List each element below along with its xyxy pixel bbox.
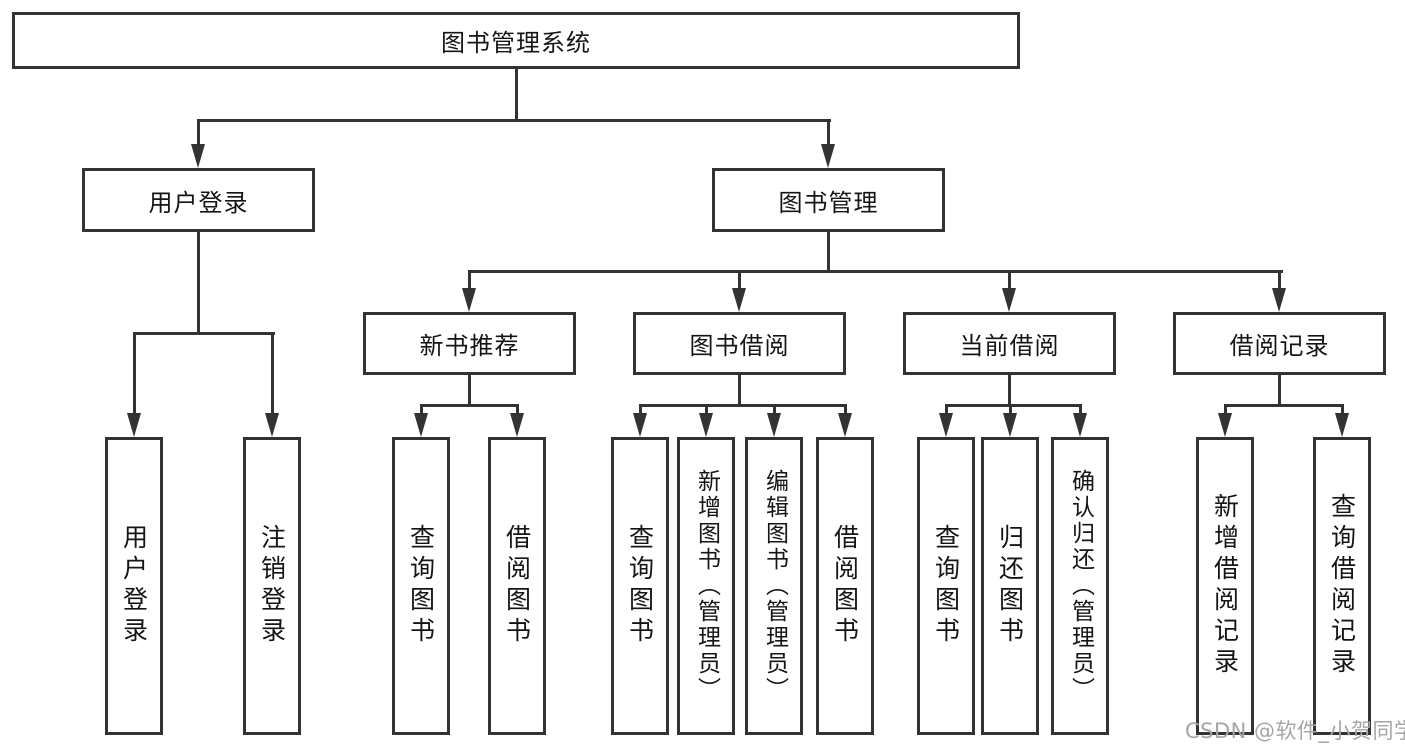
connector-group-bar — [639, 404, 847, 407]
connector-book-mgmt-stem — [827, 119, 830, 147]
arrowhead-icon — [1272, 288, 1286, 312]
arrowhead-icon — [821, 144, 835, 168]
connector-leaf-stem — [516, 404, 519, 416]
leaf-query-borrow-record: 查询借阅记录 — [1313, 437, 1371, 735]
leaf-label: 注销登录 — [257, 524, 287, 648]
connector-login-stem — [197, 231, 200, 335]
connector-group-bar — [420, 404, 519, 407]
connector-root-stem — [515, 68, 518, 119]
connector-mgmt-bar — [468, 270, 1283, 273]
leaf-label: 查询图书 — [625, 524, 655, 648]
node-book-borrowing: 图书借阅 — [633, 312, 846, 375]
arrowhead-icon — [767, 413, 781, 437]
connector-group-bar — [1224, 404, 1344, 407]
leaf-return-book: 归还图书 — [981, 437, 1039, 735]
connector-group-stem — [1008, 374, 1011, 407]
arrowhead-icon — [462, 288, 476, 312]
node-new-book-recommend: 新书推荐 — [363, 312, 576, 375]
node-label: 当前借阅 — [959, 332, 1060, 360]
node-borrow-records: 借阅记录 — [1173, 312, 1386, 375]
node-label: 图书借阅 — [689, 332, 790, 360]
leaf-label: 用户登录 — [119, 524, 149, 648]
leaf-query-books-current: 查询图书 — [917, 437, 975, 735]
connector-login-bar — [133, 332, 275, 335]
connector-leaf-stem — [1009, 404, 1012, 416]
leaf-label: 借阅图书 — [502, 524, 532, 648]
connector-leaf-stem — [1341, 404, 1344, 416]
node-label: 用户登录 — [148, 188, 249, 217]
leaf-label: 新增借阅记录 — [1210, 493, 1240, 679]
connector-root-bar — [197, 119, 831, 122]
arrowhead-icon — [414, 413, 428, 437]
connector-leaf-stem — [133, 332, 136, 414]
connector-leaf-stem — [1079, 404, 1082, 416]
arrowhead-icon — [1073, 413, 1087, 437]
leaf-borrow-books-2: 借阅图书 — [816, 437, 874, 735]
connector-leaf-stem — [271, 332, 274, 414]
arrowhead-icon — [939, 413, 953, 437]
leaf-add-borrow-record: 新增借阅记录 — [1196, 437, 1254, 735]
arrowhead-icon — [1335, 413, 1349, 437]
arrowhead-icon — [1002, 288, 1016, 312]
arrowhead-icon — [191, 144, 205, 168]
connector-l3-stem — [468, 270, 471, 292]
connector-leaf-stem — [945, 404, 948, 416]
node-library-system: 图书管理系统 — [12, 12, 1020, 69]
connector-group-bar — [945, 404, 1082, 407]
leaf-label: 查询借阅记录 — [1327, 493, 1357, 679]
connector-l3-stem — [738, 270, 741, 292]
leaf-query-books-recommend: 查询图书 — [392, 437, 450, 735]
connector-leaf-stem — [844, 404, 847, 416]
connector-l3-stem — [1278, 270, 1281, 292]
arrowhead-icon — [699, 413, 713, 437]
watermark: CSDN @软件_小贺同学 — [1185, 719, 1405, 743]
connector-leaf-stem — [705, 404, 708, 416]
leaf-label: 确认归还（管理员） — [1067, 469, 1094, 703]
connector-leaf-stem — [639, 404, 642, 416]
connector-leaf-stem — [420, 404, 423, 416]
connector-mgmt-stem — [827, 231, 830, 273]
leaf-query-books-borrowing: 查询图书 — [611, 437, 669, 735]
connector-group-stem — [468, 374, 471, 407]
leaf-label: 借阅图书 — [830, 524, 860, 648]
connector-group-stem — [1278, 374, 1281, 407]
arrowhead-icon — [1003, 413, 1017, 437]
connector-leaf-stem — [773, 404, 776, 416]
arrowhead-icon — [838, 413, 852, 437]
connector-group-stem — [738, 374, 741, 407]
arrowhead-icon — [732, 288, 746, 312]
node-book-management: 图书管理 — [712, 168, 945, 232]
node-current-borrowing: 当前借阅 — [903, 312, 1116, 375]
arrowhead-icon — [127, 413, 141, 437]
connector-user-login-stem — [197, 119, 200, 147]
leaf-user-login: 用户登录 — [105, 437, 163, 735]
arrowhead-icon — [1218, 413, 1232, 437]
leaf-label: 查询图书 — [931, 524, 961, 648]
leaf-add-book-admin: 新增图书（管理员） — [677, 437, 735, 735]
node-label: 借阅记录 — [1229, 332, 1330, 360]
leaf-label: 查询图书 — [406, 524, 436, 648]
node-label: 新书推荐 — [419, 332, 520, 360]
leaf-label: 新增图书（管理员） — [693, 469, 720, 703]
arrowhead-icon — [265, 413, 279, 437]
leaf-confirm-return-admin: 确认归还（管理员） — [1051, 437, 1109, 735]
node-label: 图书管理 — [778, 188, 879, 217]
leaf-logout: 注销登录 — [243, 437, 301, 735]
leaf-label: 编辑图书（管理员） — [761, 469, 788, 703]
leaf-label: 归还图书 — [995, 524, 1025, 648]
arrowhead-icon — [633, 413, 647, 437]
leaf-edit-book-admin: 编辑图书（管理员） — [745, 437, 803, 735]
arrowhead-icon — [510, 413, 524, 437]
leaf-borrow-books-recommend: 借阅图书 — [488, 437, 546, 735]
node-label: 图书管理系统 — [441, 29, 591, 57]
connector-leaf-stem — [1224, 404, 1227, 416]
connector-l3-stem — [1008, 270, 1011, 292]
node-user-login: 用户登录 — [82, 168, 315, 232]
